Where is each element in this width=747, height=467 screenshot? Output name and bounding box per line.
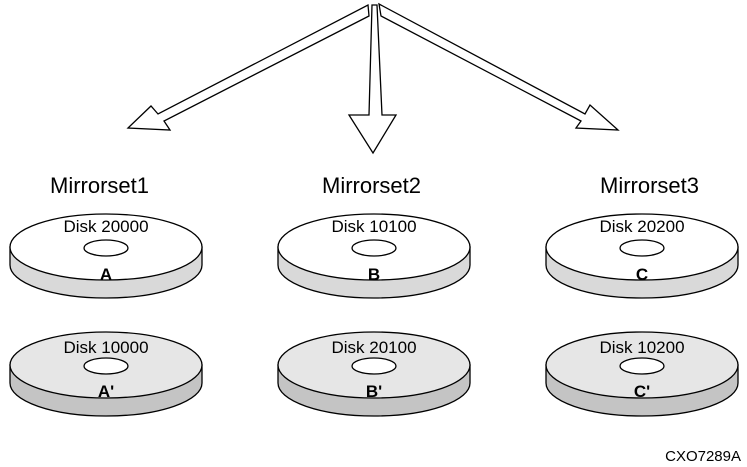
- disk-name: Disk 10000: [63, 338, 148, 357]
- mirrorset3-primary-disk: Disk 20200 C: [545, 213, 739, 299]
- disk-name: Disk 10100: [331, 217, 416, 236]
- mirrorset3-mirror-disk: Disk 10200 C': [545, 331, 739, 417]
- disk-letter: A': [98, 382, 114, 401]
- disk-name: Disk 10200: [599, 338, 684, 357]
- disk-hub: [351, 357, 397, 375]
- disk-name: Disk 20200: [599, 217, 684, 236]
- arrow-to-mirrorset3: [378, 2, 620, 131]
- mirrorset1-label: Mirrorset1: [50, 173, 149, 198]
- disk-letter: C': [634, 382, 650, 401]
- mirrorset2-primary-disk: Disk 10100 B: [277, 213, 471, 299]
- mirrorset2-mirror-disk: Disk 20100 B': [277, 331, 471, 417]
- mirrorset1-mirror-disk: Disk 10000 A': [9, 331, 203, 417]
- disk-letter: C: [636, 265, 648, 284]
- disk-letter: B': [366, 382, 382, 401]
- disk-hub: [619, 239, 665, 257]
- disk-hub: [83, 239, 129, 257]
- arrow-to-mirrorset2: [347, 4, 398, 155]
- disk-hub: [619, 357, 665, 375]
- fanout-arrows: [126, 2, 620, 155]
- mirrorset1-primary-disk: Disk 20000 A: [9, 213, 203, 299]
- mirrorset2-label: Mirrorset2: [322, 173, 421, 198]
- arrow-to-mirrorset1: [126, 3, 370, 131]
- disk-letter: A: [100, 265, 112, 284]
- disk-hub: [351, 239, 397, 257]
- disk-hub: [83, 357, 129, 375]
- disk-name: Disk 20100: [331, 338, 416, 357]
- disk-letter: B: [368, 265, 380, 284]
- figure-id: CXO7289A: [665, 448, 741, 465]
- disk-name: Disk 20000: [63, 217, 148, 236]
- mirrorset3-label: Mirrorset3: [600, 173, 699, 198]
